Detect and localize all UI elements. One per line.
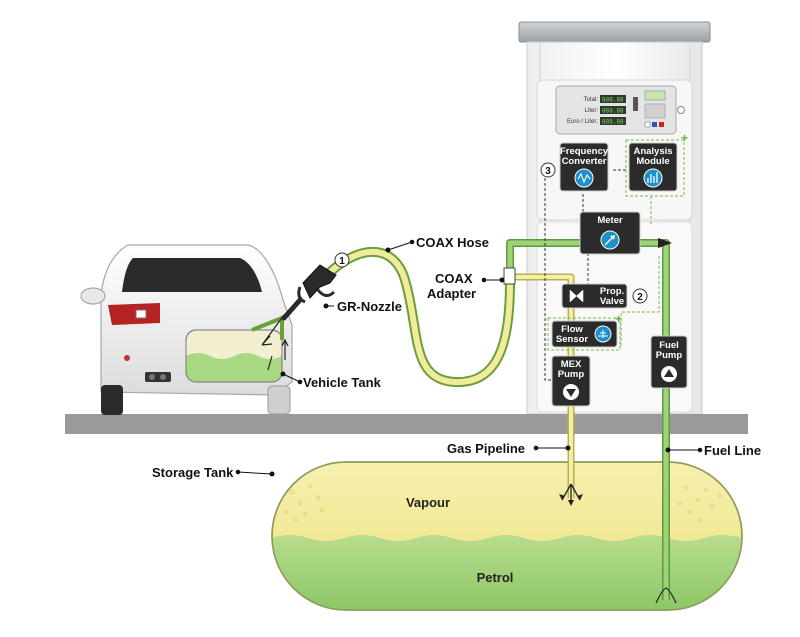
tank-fuel-level bbox=[186, 353, 282, 382]
flow-sensor-module: Flow Sensor + bbox=[551, 312, 622, 348]
ground-slab bbox=[65, 414, 748, 434]
button-red bbox=[659, 122, 664, 127]
plus-icon-2: + bbox=[615, 312, 622, 326]
gr-nozzle-label: GR-Nozzle bbox=[337, 299, 402, 314]
meter-module: Meter bbox=[579, 211, 641, 255]
card-slot bbox=[633, 97, 638, 111]
total-value: 888.88 bbox=[602, 97, 624, 104]
marker-three: 3 bbox=[540, 162, 556, 178]
vapour-bubbles bbox=[283, 484, 722, 522]
indicator-light bbox=[677, 106, 685, 114]
meter-label: Meter bbox=[597, 215, 623, 226]
prop-valve-module: Prop. Valve bbox=[561, 283, 628, 309]
analysis-module-line1: Analysis bbox=[633, 146, 672, 157]
side-mirror bbox=[80, 287, 106, 305]
vehicle-tank-label: Vehicle Tank bbox=[303, 375, 382, 390]
fuel-pump-line2: Pump bbox=[656, 350, 683, 361]
tail-light bbox=[108, 303, 160, 325]
reflector bbox=[124, 355, 130, 361]
coax-hose bbox=[317, 246, 516, 388]
plus-icon: + bbox=[681, 131, 688, 145]
storage-tank-label: Storage Tank bbox=[152, 465, 234, 480]
analysis-module: Analysis Module + bbox=[628, 131, 688, 192]
analysis-signal-lines bbox=[547, 139, 685, 351]
price-label: Euro / Liter: bbox=[567, 119, 598, 125]
gas-pipeline-label: Gas Pipeline bbox=[447, 441, 525, 456]
mex-pump-line2: Pump bbox=[558, 369, 585, 380]
prop-valve-line1: Prop. bbox=[600, 286, 624, 297]
analysis-module-line2: Module bbox=[636, 156, 669, 167]
fuel-flow-arrow bbox=[658, 238, 672, 248]
frequency-converter-line1: Frequency bbox=[560, 146, 609, 157]
mex-pump-line1: MEX bbox=[561, 359, 582, 370]
button-white bbox=[644, 121, 651, 128]
flow-sensor-line2: Sensor bbox=[556, 334, 589, 345]
marker-two: 2 bbox=[632, 288, 648, 304]
gr-nozzle bbox=[281, 264, 337, 321]
frequency-converter-module: Frequency Converter bbox=[559, 142, 609, 192]
mini-screen bbox=[644, 90, 666, 101]
keypad bbox=[644, 103, 666, 119]
exhaust bbox=[145, 372, 171, 382]
coax-adapter-label-1: COAX bbox=[435, 271, 473, 286]
button-blue bbox=[652, 122, 657, 127]
vapour-label: Vapour bbox=[406, 495, 450, 510]
gas-pipeline bbox=[515, 273, 583, 506]
svg-text:1: 1 bbox=[339, 256, 345, 267]
coax-adapter-block bbox=[503, 267, 516, 285]
petrol-liquid bbox=[272, 535, 742, 610]
prop-valve-line2: Valve bbox=[600, 296, 624, 307]
mex-pump-module: MEX Pump bbox=[551, 355, 591, 407]
marker-one: 1 bbox=[334, 252, 350, 268]
vehicle-tank bbox=[185, 314, 289, 383]
price-value: 888.88 bbox=[602, 119, 624, 126]
liter-label: Liter: bbox=[585, 108, 599, 114]
tank-flow-arrows bbox=[261, 314, 289, 371]
fuel-line-label: Fuel Line bbox=[704, 443, 761, 458]
wheel-rear bbox=[267, 385, 291, 415]
bar-graph-icon bbox=[643, 168, 663, 188]
svg-text:3: 3 bbox=[545, 166, 551, 177]
rear-window bbox=[122, 258, 262, 292]
coax-adapter-label-2: Adapter bbox=[427, 286, 476, 301]
svg-text:2: 2 bbox=[637, 292, 643, 303]
fuel-intake-arrows bbox=[655, 587, 677, 604]
coax-hose-label: COAX Hose bbox=[416, 235, 489, 250]
total-label: Total: bbox=[584, 97, 599, 103]
valve-icon bbox=[569, 289, 584, 303]
waveform-icon bbox=[574, 168, 594, 188]
wheel bbox=[101, 385, 123, 415]
petrol-label: Petrol bbox=[477, 570, 514, 585]
liter-value: 888.88 bbox=[602, 108, 624, 115]
fuel-pump-line1: Fuel bbox=[659, 340, 679, 351]
price-display-panel: Total: Liter: Euro / Liter: 888.88 888.8… bbox=[555, 85, 685, 135]
storage-tank: Vapour Petrol bbox=[271, 461, 743, 611]
flow-sensor-line1: Flow bbox=[561, 324, 583, 335]
frequency-converter-line2: Converter bbox=[562, 156, 607, 167]
fuel-pump-module: Fuel Pump bbox=[650, 335, 688, 389]
